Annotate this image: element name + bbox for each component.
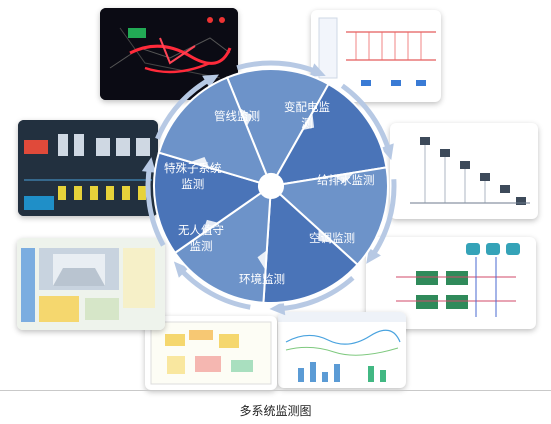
label-substation: 变配电监 测 [284,99,330,131]
label-pipeline-text: 管线监测 [214,109,260,123]
diagram-stage: 管线监测 变配电监 测 给排水监测 空调监测 环境监测 无人值守 监测 特殊子系… [17,8,538,390]
special-subsystem-image [18,120,158,216]
label-special-line2: 监测 [181,177,205,191]
wheel-notch [201,219,219,235]
substation-diagram-image [318,17,436,86]
floor-plan-thumbnail [145,316,277,390]
unattended-room-thumbnail [17,238,165,330]
wheel-notch [318,229,334,243]
label-special: 特殊子系统 监测 [164,160,222,192]
wheel-arrow-head [173,261,189,278]
environment-chart-image [278,312,406,382]
label-hvac-text: 空调监测 [309,231,355,245]
water-system-image [410,137,530,205]
floor-plan-image [150,321,272,385]
label-unattended: 无人值守 监测 [178,222,224,254]
hvac-system-image [396,243,520,317]
wheel-arrow-head [141,157,156,173]
caption-divider [0,390,551,391]
label-water: 给排水监测 [317,172,375,188]
label-hvac: 空调监测 [309,230,355,246]
unattended-room-image [17,238,165,330]
wheel-arrow-head [366,247,381,264]
monitoring-wheel [141,60,397,316]
wheel-arrow-head [309,63,326,77]
label-substation-line2: 测 [301,116,313,130]
label-unattended-line1: 无人值守 [178,223,224,237]
pipeline-map-thumbnail [100,8,238,100]
wheel-notch [190,156,210,168]
label-substation-line1: 变配电监 [284,100,330,114]
label-pipeline: 管线监测 [214,108,260,124]
label-unattended-line2: 监测 [189,239,213,253]
label-environment-text: 环境监测 [239,272,285,286]
wheel-notch [334,172,355,184]
wheel-notch [302,112,315,130]
label-water-text: 给排水监测 [317,173,375,187]
wheel-arrow-head [269,301,286,316]
wheel-hub [259,174,283,198]
wheel-notch [257,250,267,271]
wheel-arrow-head [380,143,394,161]
figure-caption: 多系统监测图 [239,404,312,418]
label-special-line1: 特殊子系统 [164,161,222,175]
special-subsystem-thumbnail [18,120,158,216]
water-system-thumbnail [390,123,538,219]
label-environment: 环境监测 [239,271,285,287]
wheel-arrow-head [202,74,220,88]
environment-chart-thumbnail [278,312,406,388]
wheel-notch [239,107,253,127]
